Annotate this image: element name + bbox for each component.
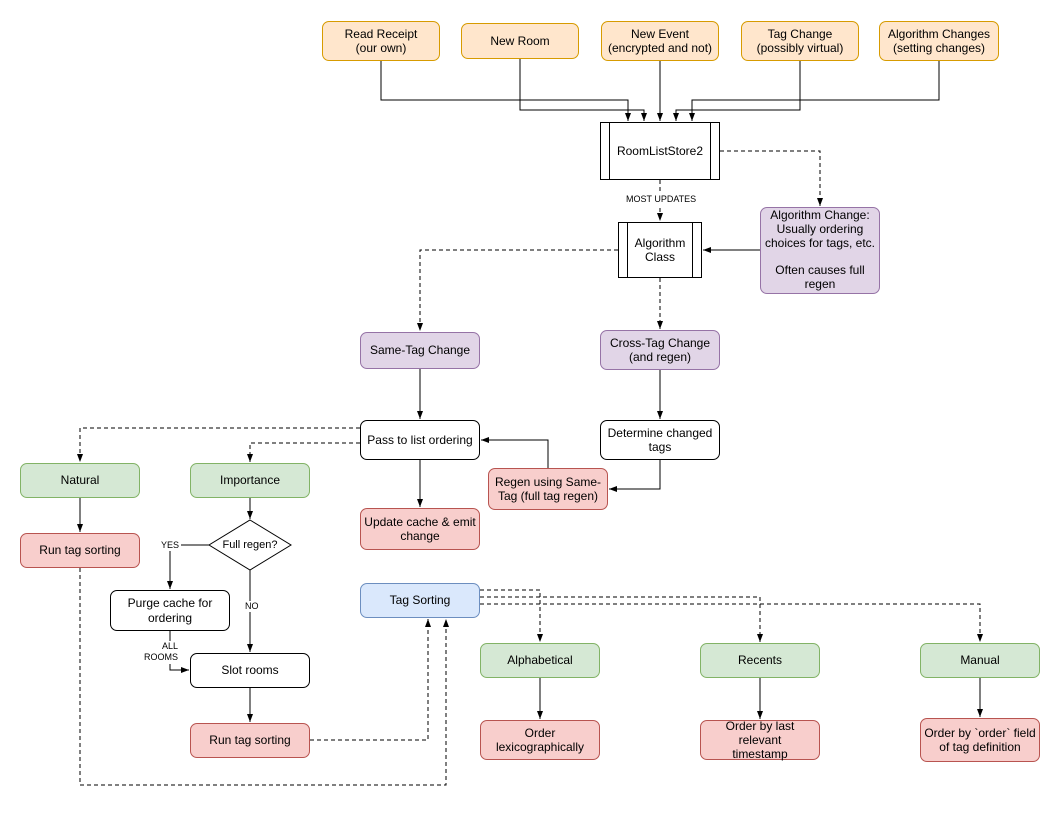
node-tag-change: Tag Change (possibly virtual)	[741, 21, 859, 61]
node-run-tag-sorting-natural: Run tag sorting	[20, 533, 140, 568]
node-cross-tag-change: Cross-Tag Change (and regen)	[600, 330, 720, 370]
edge-label-yes: YES	[159, 540, 182, 552]
node-alphabetical: Alphabetical	[480, 643, 600, 678]
node-full-regen-decision: Full regen?	[222, 539, 278, 551]
node-same-tag-change: Same-Tag Change	[360, 332, 480, 369]
node-algorithm-class: Algorithm Class	[618, 222, 702, 278]
node-pass-to-list-ordering: Pass to list ordering	[360, 420, 480, 460]
node-manual: Manual	[920, 643, 1040, 678]
node-read-receipt: Read Receipt (our own)	[322, 21, 440, 61]
node-natural: Natural	[20, 463, 140, 498]
node-order-lexicographically: Order lexicographically	[480, 720, 600, 760]
node-order-by-field: Order by `order` field of tag definition	[920, 718, 1040, 762]
node-algorithm-change-note: Algorithm Change: Usually ordering choic…	[760, 207, 880, 294]
node-recents: Recents	[700, 643, 820, 678]
node-tag-sorting: Tag Sorting	[360, 583, 480, 618]
node-new-room: New Room	[461, 23, 579, 59]
node-update-cache: Update cache & emit change	[360, 508, 480, 550]
node-room-list-store2: RoomListStore2	[600, 122, 720, 180]
node-determine-changed-tags: Determine changed tags	[600, 420, 720, 460]
node-importance: Importance	[190, 463, 310, 498]
decision-diamond	[208, 519, 292, 571]
edge-label-all-rooms: ALL ROOMS	[140, 641, 180, 664]
node-order-by-timestamp: Order by last relevant timestamp	[700, 719, 820, 761]
edge-label-most-updates: MOST UPDATES	[624, 194, 699, 206]
dashed-connectors	[77, 150, 983, 786]
edge-label-no: NO	[243, 601, 261, 613]
node-slot-rooms: Slot rooms	[190, 653, 310, 688]
node-new-event: New Event (encrypted and not)	[601, 21, 719, 61]
node-run-tag-sorting-importance: Run tag sorting	[190, 723, 310, 758]
node-regen-same-tag: Regen using Same- Tag (full tag regen)	[488, 468, 608, 510]
node-algorithm-changes: Algorithm Changes (setting changes)	[879, 21, 999, 61]
node-purge-cache: Purge cache for ordering	[110, 590, 230, 631]
